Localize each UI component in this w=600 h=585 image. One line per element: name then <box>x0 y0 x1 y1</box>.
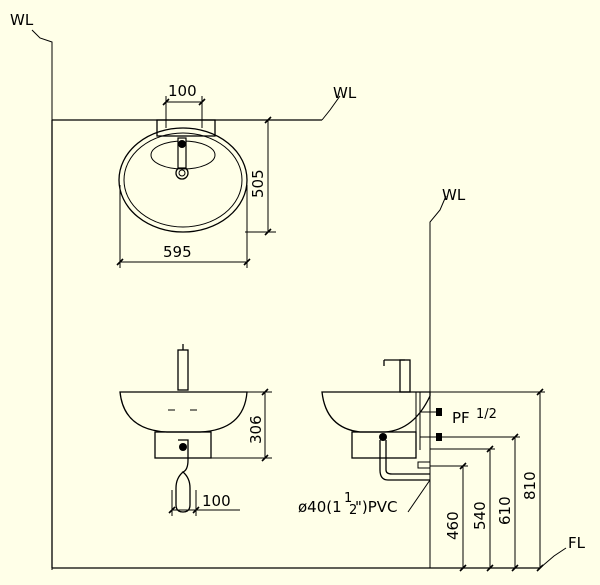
pipe-fraction-bottom: 2 <box>349 503 357 518</box>
pipe-leader <box>407 479 431 513</box>
tick <box>198 98 206 106</box>
tick <box>511 564 519 572</box>
wl-text-1: WL <box>10 11 34 29</box>
faucet-knob-plan <box>178 140 186 148</box>
dim-460-label: 460 <box>444 511 462 540</box>
trap-front <box>175 439 191 513</box>
basin-height-label: 306 <box>247 415 265 444</box>
basin-back-plate <box>156 119 216 137</box>
fl-label: FL <box>568 534 586 552</box>
pipe-label: ø40(1 <box>298 498 342 516</box>
dim-540-label: 540 <box>471 501 489 530</box>
side-elevation: WL PF 1/2 ø40(1 1 2 ")PVC <box>298 186 586 572</box>
basin-width-label: 595 <box>163 243 192 261</box>
tick <box>486 445 494 453</box>
waste-pipe-bend <box>379 469 430 481</box>
faucet-body-side <box>399 359 411 393</box>
tick <box>486 564 494 572</box>
tick <box>243 258 251 266</box>
wall-leader-left <box>31 29 53 570</box>
dim-810-label: 810 <box>521 471 539 500</box>
pf-label: PF <box>452 409 470 427</box>
supply-stop-2 <box>436 433 442 441</box>
drain-inner <box>178 169 186 177</box>
drain-fitting <box>179 443 187 451</box>
tick <box>162 98 170 106</box>
wl-leader-plan <box>321 95 341 121</box>
basin-bowl-front <box>119 391 248 433</box>
tick <box>536 388 544 396</box>
trap-offset-label: 100 <box>202 492 231 510</box>
dim-610-label: 610 <box>496 496 514 525</box>
supply-stop-1 <box>436 408 442 416</box>
tick <box>192 506 200 514</box>
basin-outer <box>118 127 248 233</box>
tick <box>261 388 269 396</box>
pipe-fraction-top: 1 <box>344 491 352 506</box>
basin-inner <box>123 132 243 228</box>
basin-bowl-side <box>321 391 431 433</box>
tick <box>459 564 467 572</box>
tick <box>459 462 467 470</box>
plan-view: WL 100 505 595 <box>52 82 357 268</box>
pipe-suffix: ")PVC <box>355 498 398 516</box>
wl-text-plan: WL <box>333 84 357 102</box>
wl-label-top-left: WL <box>10 11 53 570</box>
tick <box>168 506 176 514</box>
faucet-body-front <box>177 349 189 391</box>
waste-pipe-bend-2 <box>385 469 430 475</box>
fl-leader <box>539 547 567 569</box>
basin-pedestal-front <box>154 431 212 459</box>
front-elevation: 306 100 <box>119 344 272 516</box>
tick <box>511 433 519 441</box>
tap-spacing-label: 100 <box>168 82 197 100</box>
tick <box>264 116 272 124</box>
faucet-spout-plan <box>177 137 187 169</box>
wall-flange <box>417 461 431 469</box>
drain-fitting-side <box>379 433 387 441</box>
basin-depth-label: 505 <box>249 169 267 198</box>
tick <box>116 258 124 266</box>
wl-text-side: WL <box>442 186 466 204</box>
tick <box>264 228 272 236</box>
tick <box>261 454 269 462</box>
pf-sub-label: 1/2 <box>476 407 497 422</box>
